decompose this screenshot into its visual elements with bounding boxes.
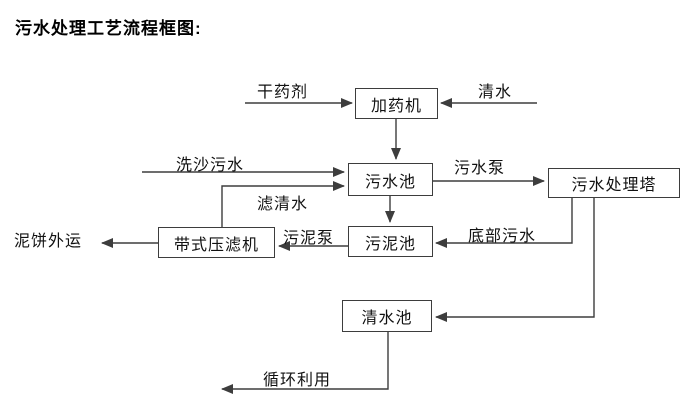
edge-label-recycle: 循环利用 [263,372,332,389]
node-sewage-treatment-tower-label: 污水处理塔 [571,177,657,194]
edge-recycle [221,332,389,394]
edge-label-sewage-pump: 污水泵 [454,160,506,177]
edge-label-dry-agent: 干药剂 [257,84,309,101]
page-title: 污水处理工艺流程框图: [15,19,202,38]
edge-label-mud-cake-out: 泥饼外运 [14,233,83,250]
edge-label-sludge-pump: 污泥泵 [283,230,335,247]
edge-tower-to-clean-water-pool [435,198,595,322]
edge-bottom-sewage [435,198,573,248]
node-belt-filter-press-label: 带式压滤机 [173,236,259,254]
node-belt-filter-press: 带式压滤机 [158,227,275,258]
node-sludge-pool: 污泥池 [348,226,433,257]
node-sewage-pool: 污水池 [348,163,433,196]
node-clean-water-pool-label: 清水池 [361,310,413,327]
node-dosing-machine: 加药机 [355,88,438,119]
edge-filtered-water [221,181,345,227]
node-dosing-machine-label: 加药机 [370,97,422,115]
node-clean-water-pool: 清水池 [342,300,432,332]
node-sludge-pool-label: 污泥池 [364,235,416,253]
edge-label-bottom-sewage: 底部污水 [468,228,537,245]
node-sewage-pool-label: 污水池 [364,173,416,191]
edge-label-clean-water-in: 清水 [478,84,513,101]
node-sewage-treatment-tower: 污水处理塔 [548,168,680,198]
edge-label-sand-washing-sewage: 洗沙污水 [176,157,245,174]
edge-label-filtered-water: 滤清水 [257,196,309,213]
